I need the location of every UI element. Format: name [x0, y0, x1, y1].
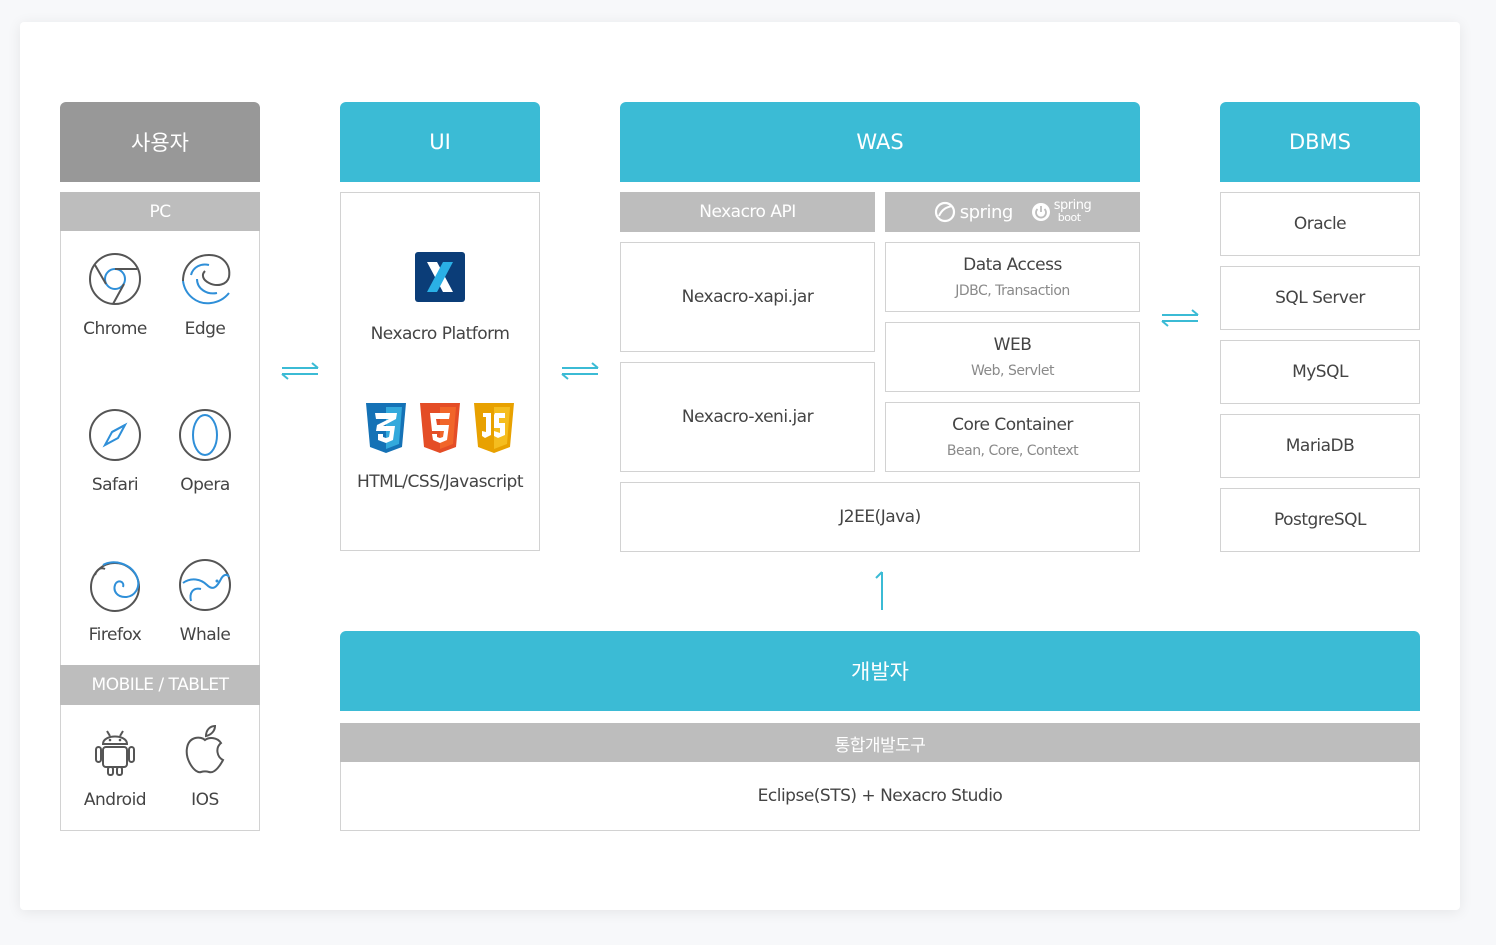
ide-value: Eclipse(STS) + Nexacro Studio — [757, 786, 1003, 806]
browser-whale: Whale — [160, 557, 250, 645]
js-icon — [474, 403, 514, 453]
dbms-item-sql-server: SQL Server — [1220, 266, 1420, 330]
edge-icon — [182, 253, 231, 305]
ui-title: UI — [429, 130, 451, 154]
dbms-title: DBMS — [1288, 130, 1352, 154]
developer-header: 개발자 — [340, 631, 1420, 711]
nexacro-logo — [415, 252, 465, 302]
spring-leaf-icon — [934, 201, 955, 223]
device-label: IOS — [191, 790, 219, 810]
css3-icon — [366, 403, 406, 453]
spring-boot-line-2: boot — [1057, 211, 1081, 224]
browser-chrome: Chrome — [70, 251, 160, 339]
device-label: Android — [83, 790, 147, 810]
dbms-item-oracle: Oracle — [1220, 192, 1420, 256]
user-title: 사용자 — [131, 131, 189, 155]
nexacro-api-subheader: Nexacro API — [620, 192, 875, 232]
browser-label: Edge — [184, 319, 226, 339]
chrome-icon — [89, 253, 141, 305]
j2ee-box: J2EE(Java) — [620, 482, 1140, 552]
xapi-label: Nexacro-xapi.jar — [681, 287, 814, 307]
whale-icon — [179, 559, 231, 611]
pc-label: PC — [149, 202, 171, 222]
core-container-box: Core Container Bean, Core, Context — [885, 402, 1140, 472]
web-sub: Web, Servlet — [971, 363, 1054, 379]
power-icon — [1031, 203, 1050, 221]
browser-firefox: Firefox — [70, 557, 160, 645]
dbms-label: Oracle — [1293, 214, 1347, 234]
dbms-label: PostgreSQL — [1273, 510, 1367, 530]
dbms-label: MariaDB — [1285, 436, 1355, 456]
web-title: WEB — [993, 335, 1032, 355]
xeni-label: Nexacro-xeni.jar — [681, 407, 814, 427]
browser-label: Firefox — [88, 625, 142, 645]
browser-label: Whale — [179, 625, 231, 645]
dbms-header: DBMS — [1220, 102, 1420, 182]
apple-icon — [185, 724, 225, 774]
ide-box: Eclipse(STS) + Nexacro Studio — [340, 762, 1420, 831]
data-access-title: Data Access — [963, 255, 1062, 275]
nexacro-api-label: Nexacro API — [699, 202, 796, 222]
safari-icon — [89, 409, 141, 461]
web-tech-label: HTML/CSS/Javascript — [357, 472, 524, 492]
ui-panel — [340, 192, 540, 551]
device-ios: IOS — [160, 722, 250, 810]
ide-subheader: 통합개발도구 — [340, 723, 1420, 763]
mobile-label: MOBILE / TABLET — [91, 675, 229, 695]
xeni-box: Nexacro-xeni.jar — [620, 362, 875, 472]
data-access-box: Data Access JDBC, Transaction — [885, 242, 1140, 312]
browser-label: Chrome — [83, 319, 147, 339]
was-header: WAS — [620, 102, 1140, 182]
dbms-label: MySQL — [1292, 362, 1348, 382]
bidirectional-arrow-icon — [561, 362, 599, 380]
firefox-icon — [90, 561, 140, 612]
dbms-item-mariadb: MariaDB — [1220, 414, 1420, 478]
spring-boot-line-1: spring — [1053, 198, 1092, 213]
data-access-sub: JDBC, Transaction — [955, 283, 1070, 299]
mobile-subheader: MOBILE / TABLET — [60, 665, 260, 705]
j2ee-label: J2EE(Java) — [839, 507, 921, 527]
browser-edge: Edge — [160, 251, 250, 339]
bidirectional-arrow-icon — [1161, 309, 1199, 327]
dbms-item-mysql: MySQL — [1220, 340, 1420, 404]
android-icon — [95, 730, 135, 776]
spring-boot-label: spring boot — [1053, 198, 1092, 224]
bidirectional-arrow-icon — [281, 362, 319, 380]
user-header: 사용자 — [60, 102, 260, 182]
ui-header: UI — [340, 102, 540, 182]
core-container-title: Core Container — [952, 415, 1073, 435]
browser-label: Safari — [91, 475, 139, 495]
web-box: WEB Web, Servlet — [885, 322, 1140, 392]
html5-icon — [420, 403, 460, 453]
xapi-box: Nexacro-xapi.jar — [620, 242, 875, 352]
opera-icon — [179, 409, 231, 461]
device-android: Android — [70, 722, 160, 810]
spring-label: spring — [959, 201, 1014, 223]
spring-subheader: spring spring boot — [885, 192, 1140, 232]
pc-subheader: PC — [60, 192, 260, 232]
browser-opera: Opera — [160, 407, 250, 495]
user-panel — [60, 231, 260, 831]
up-arrow-icon — [875, 571, 883, 610]
nexacro-platform-label: Nexacro Platform — [370, 324, 510, 344]
core-container-sub: Bean, Core, Context — [946, 443, 1079, 459]
was-title: WAS — [856, 130, 904, 154]
dbms-item-postgresql: PostgreSQL — [1220, 488, 1420, 552]
developer-title: 개발자 — [851, 660, 909, 684]
ide-label: 통합개발도구 — [834, 735, 926, 756]
dbms-label: SQL Server — [1275, 288, 1365, 308]
browser-label: Opera — [180, 475, 230, 495]
browser-safari: Safari — [70, 407, 160, 495]
